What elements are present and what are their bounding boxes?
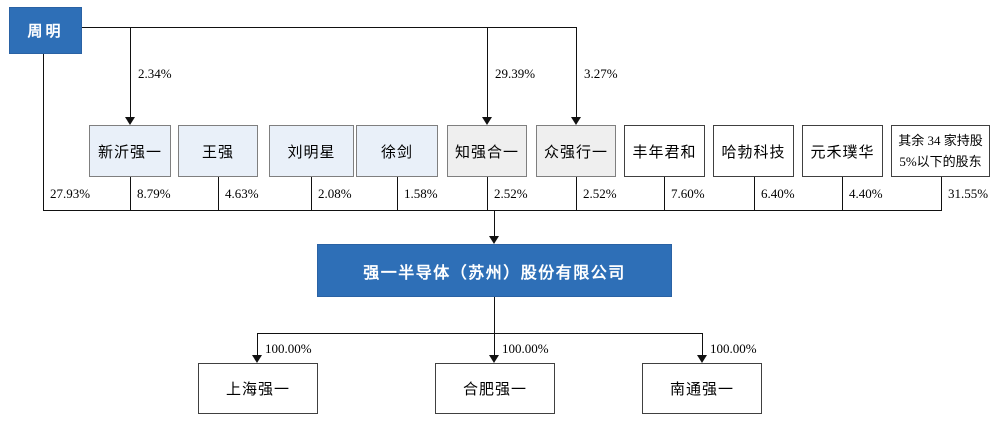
connector-line [130, 27, 131, 117]
label-subsidiary-pct: 100.00% [502, 341, 549, 356]
node-nantong-qiangyi: 南通强一 [642, 363, 762, 414]
label-root-to-zhongqiang-pct: 3.27% [584, 66, 618, 81]
connector-line [43, 54, 44, 210]
arrow-down [571, 117, 581, 125]
connector-line [494, 297, 495, 333]
connector-line [257, 333, 703, 334]
arrow-down [125, 117, 135, 125]
node-label: 丰年君和 [632, 144, 697, 161]
connector-line [311, 177, 312, 210]
connector-line [576, 177, 577, 210]
label-root-to-zhiqiang-pct: 29.39% [495, 66, 536, 81]
connector-line [218, 177, 219, 210]
label-shareholder-pct: 31.55% [948, 186, 989, 201]
arrow-down [489, 355, 499, 363]
connector-line [576, 27, 577, 117]
node-label: 徐剑 [380, 144, 413, 161]
node-label: 王强 [201, 144, 234, 161]
node-ha-bo-ke-ji: 哈勃科技 [713, 125, 794, 177]
connector-line [494, 333, 495, 355]
label-shareholder-pct: 7.60% [671, 186, 705, 201]
node-company: 强一半导体（苏州）股份有限公司 [317, 244, 672, 297]
node-other-34-shareholders: 其余 34 家持股 5%以下的股东 [891, 125, 990, 177]
node-label: 合肥强一 [462, 382, 527, 398]
label-shareholder-pct: 2.52% [494, 186, 528, 201]
node-xu-jian: 徐剑 [356, 125, 438, 177]
label-root-to-xinyi-pct: 2.34% [138, 66, 172, 81]
connector-line [487, 177, 488, 210]
label-shareholder-pct: 4.63% [225, 186, 259, 201]
node-zhou-ming: 周明 [9, 7, 82, 54]
node-label: 其余 34 家持股 5%以下的股东 [898, 132, 983, 169]
node-label: 元禾璞华 [810, 144, 875, 161]
bus-line [43, 210, 942, 211]
node-label: 周明 [27, 24, 64, 40]
node-label: 刘明星 [287, 144, 336, 161]
label-shareholder-pct: 4.40% [849, 186, 883, 201]
connector-line [130, 177, 131, 210]
label-shareholder-pct: 2.52% [583, 186, 617, 201]
node-zhi-qiang-he-yi: 知强合一 [447, 125, 527, 177]
connector-line [487, 27, 488, 117]
connector-line [257, 333, 258, 355]
node-shanghai-qiangyi: 上海强一 [198, 363, 318, 414]
node-label: 知强合一 [454, 144, 519, 161]
node-label: 南通强一 [669, 382, 734, 398]
connector-line [494, 210, 495, 237]
connector-line [842, 177, 843, 210]
node-xinyi-qiangyi: 新沂强一 [89, 125, 171, 177]
connector-line [664, 177, 665, 210]
arrow-down [489, 236, 499, 244]
label-shareholder-pct: 1.58% [404, 186, 438, 201]
label-shareholder-pct: 8.79% [137, 186, 171, 201]
connector-line [754, 177, 755, 210]
node-label: 上海强一 [225, 382, 290, 398]
connector-line [397, 177, 398, 210]
connector-line [702, 333, 703, 355]
node-label: 强一半导体（苏州）股份有限公司 [363, 264, 626, 282]
node-liu-ming-xing: 刘明星 [269, 125, 354, 177]
node-wang-qiang: 王强 [178, 125, 258, 177]
connector-line [82, 27, 577, 28]
arrow-down [252, 355, 262, 363]
label-shareholder-pct: 6.40% [761, 186, 795, 201]
connector-line [941, 177, 942, 210]
node-yuan-he-pu-hua: 元禾璞华 [802, 125, 883, 177]
arrow-down [482, 117, 492, 125]
node-hefei-qiangyi: 合肥强一 [435, 363, 555, 414]
node-label: 哈勃科技 [721, 144, 786, 161]
label-zhou-ming-pct: 27.93% [50, 186, 91, 201]
node-label: 众强行一 [543, 144, 608, 161]
node-feng-nian-jun-he: 丰年君和 [624, 125, 705, 177]
node-zhong-qiang-xing-yi: 众强行一 [536, 125, 616, 177]
arrow-down [697, 355, 707, 363]
label-subsidiary-pct: 100.00% [710, 341, 757, 356]
label-subsidiary-pct: 100.00% [265, 341, 312, 356]
label-shareholder-pct: 2.08% [318, 186, 352, 201]
node-label: 新沂强一 [97, 144, 162, 161]
